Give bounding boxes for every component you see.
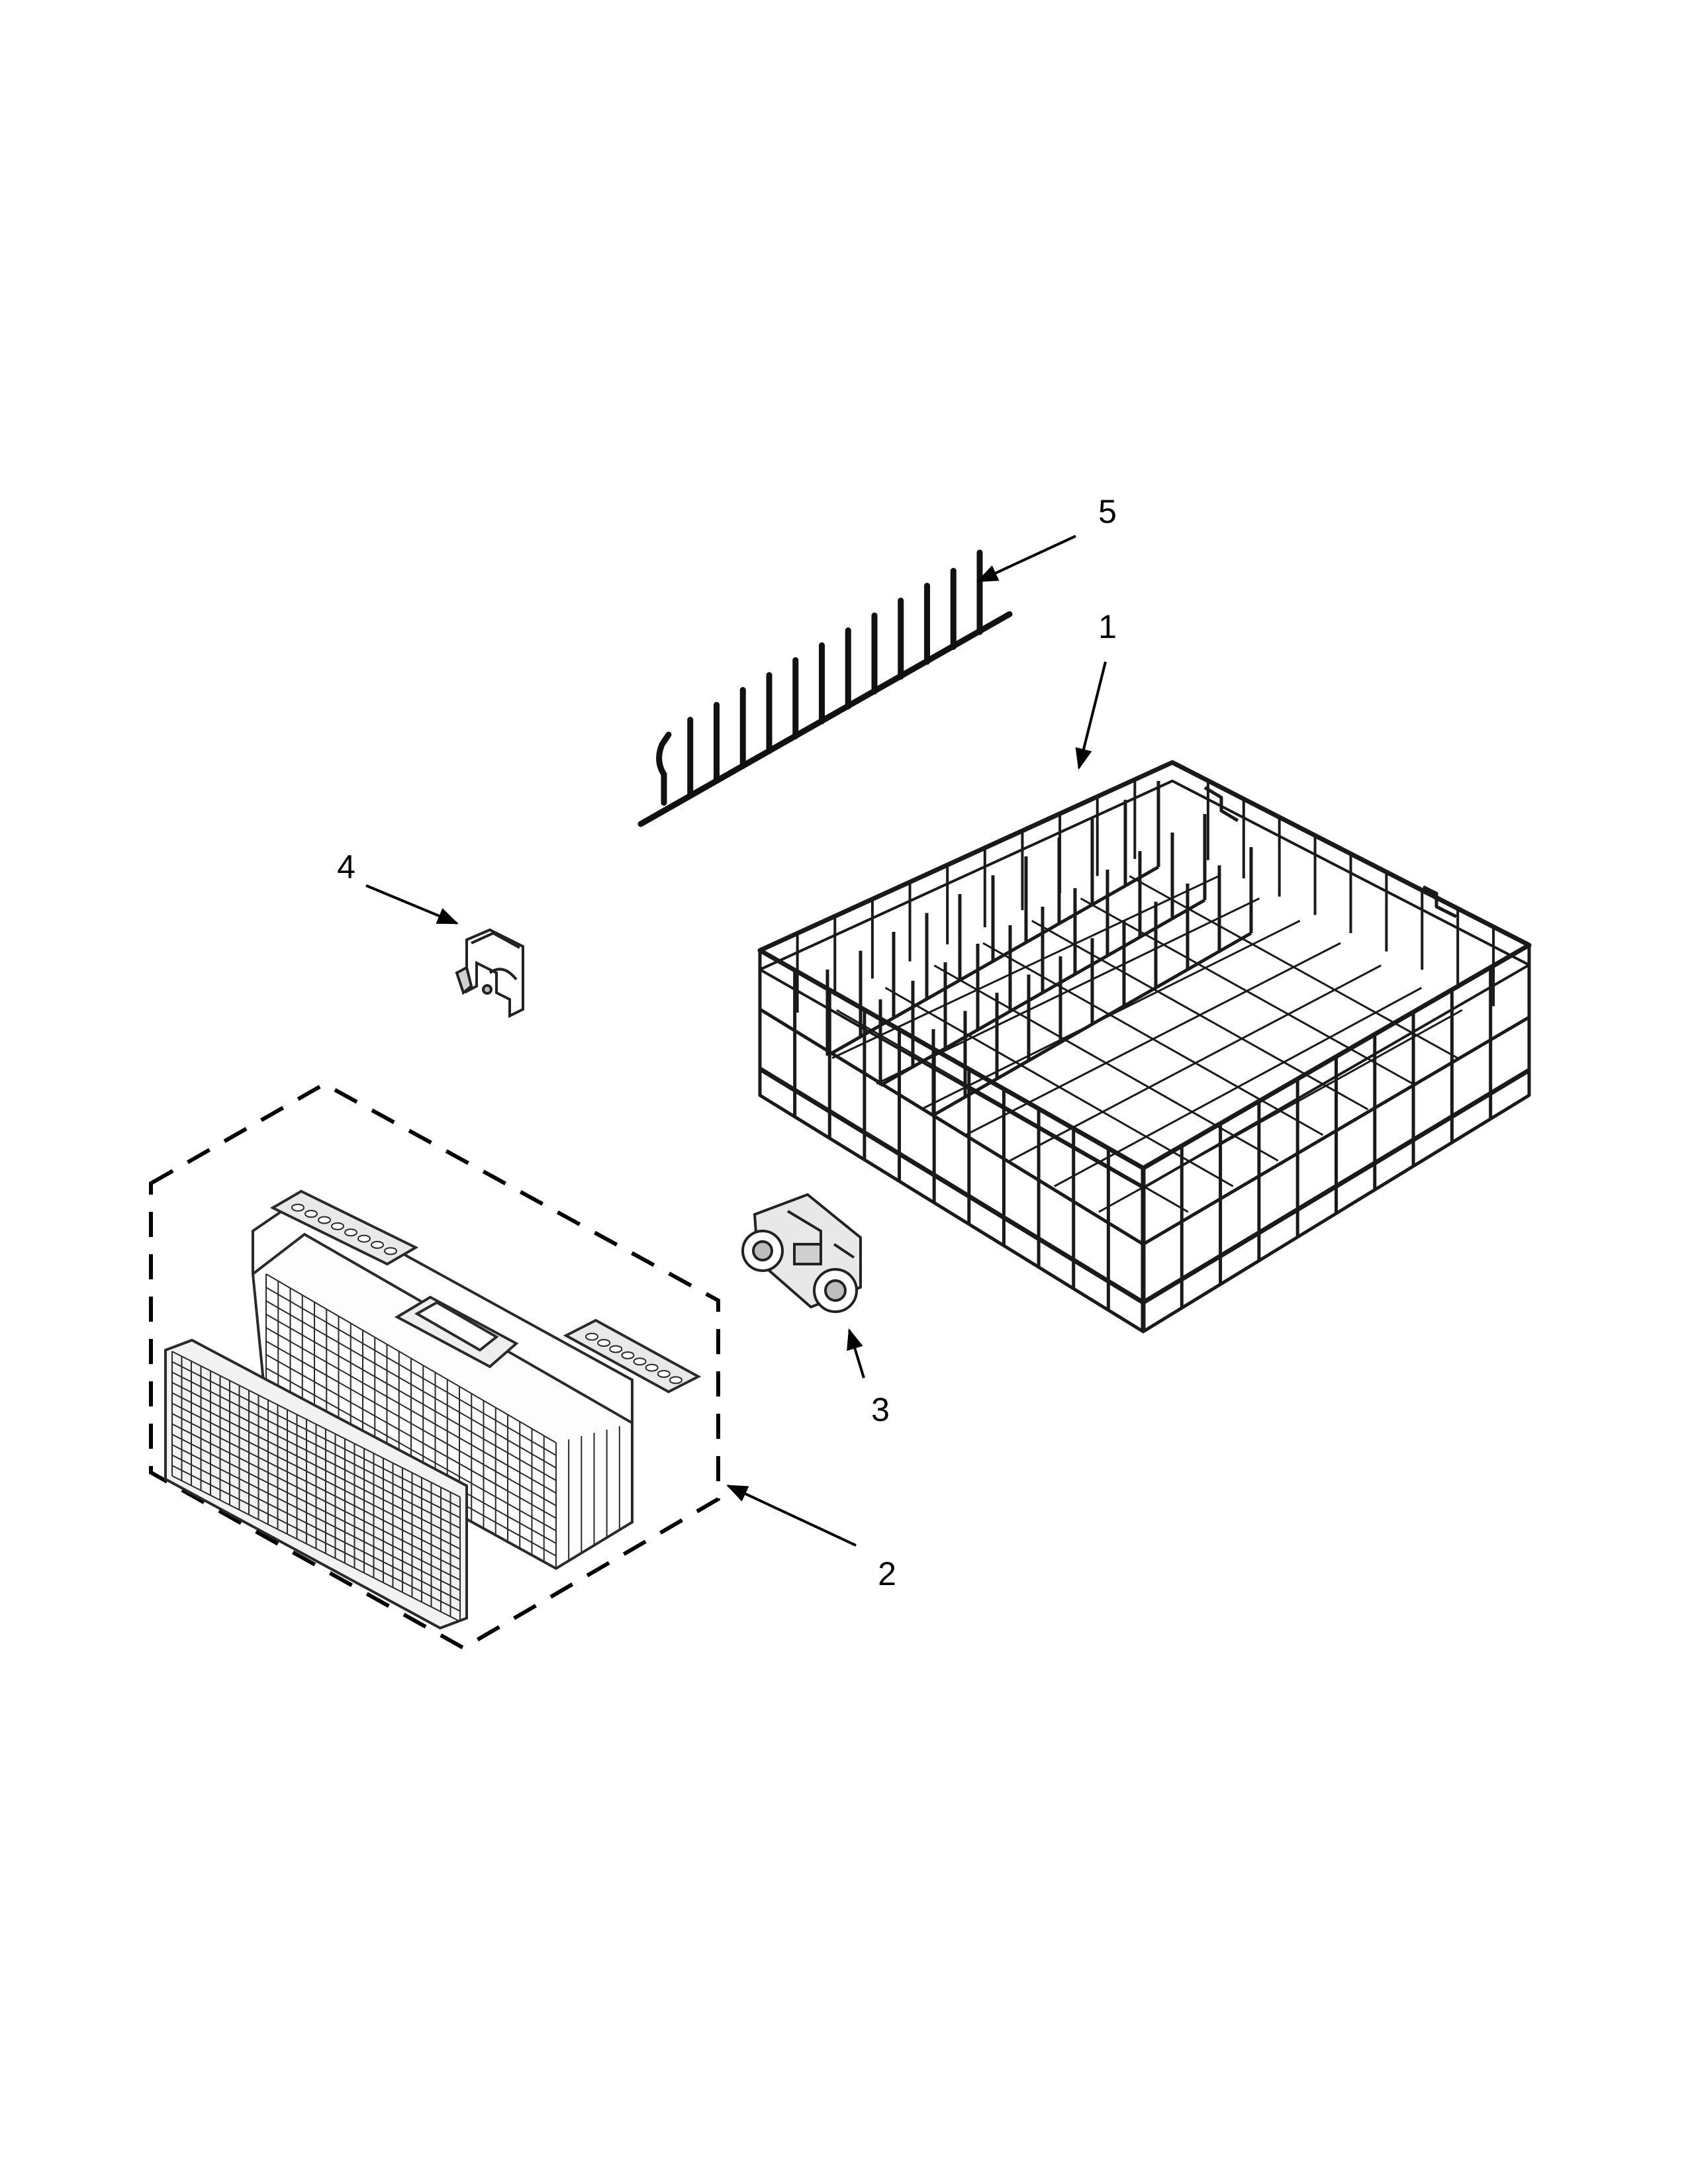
tine-row-part[interactable] <box>637 549 1013 827</box>
callout-4: 4 <box>337 848 355 886</box>
leader-2 <box>726 1484 857 1547</box>
callout-1: 1 <box>1098 608 1117 645</box>
leader-3 <box>847 1328 865 1379</box>
rack-wheel-part[interactable] <box>741 1193 862 1313</box>
silverware-basket-group-outline <box>149 1081 720 1651</box>
callout-5: 5 <box>1098 493 1117 530</box>
leader-4 <box>365 884 459 925</box>
callout-2: 2 <box>878 1555 896 1592</box>
leader-5 <box>976 535 1076 582</box>
callout-3: 3 <box>871 1391 890 1428</box>
silverware-basket-part[interactable] <box>164 1189 702 1630</box>
leader-1 <box>1075 661 1107 770</box>
lower-dishrack-part[interactable] <box>757 760 1532 1334</box>
rack-clip-part[interactable] <box>455 928 524 1019</box>
callout-leaders <box>365 535 1107 1547</box>
